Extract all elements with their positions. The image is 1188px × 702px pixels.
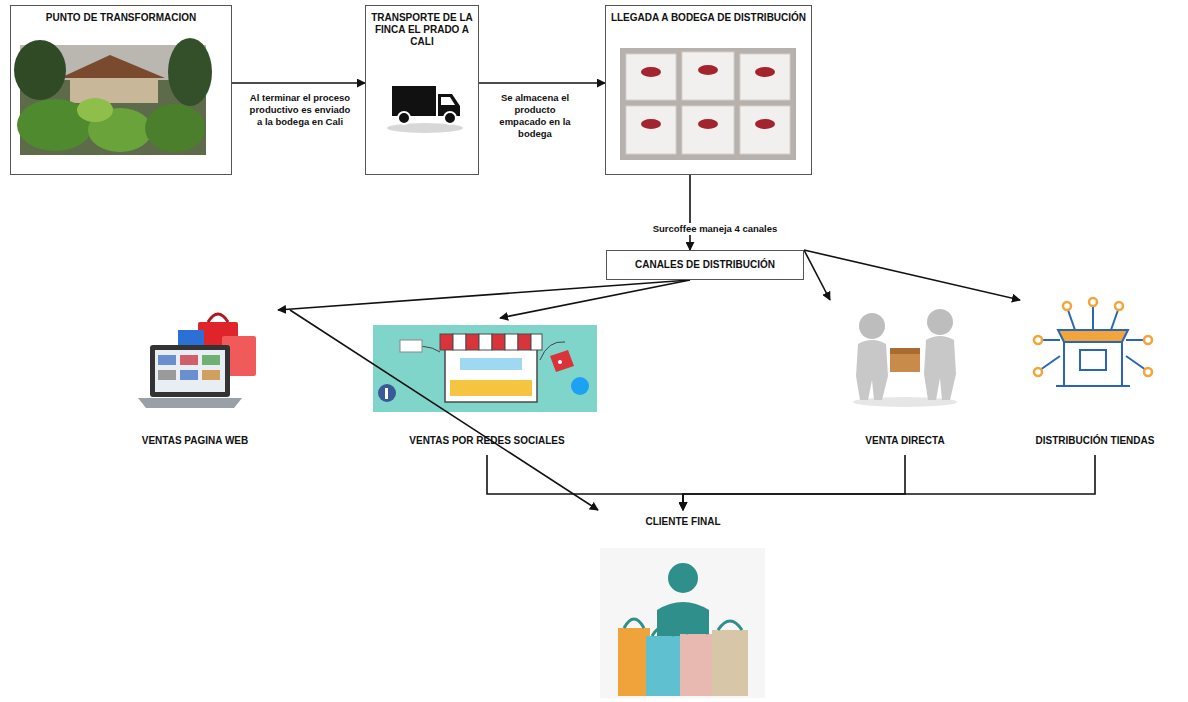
edge-label: Al terminar el proceso productivo es env… (248, 92, 352, 128)
node-label: LLEGADA A BODEGA DE DISTRIBUCIÓN (607, 12, 810, 24)
store-circuit-icon (1034, 298, 1152, 386)
client-illustration (600, 548, 765, 698)
node-label: TRANSPORTE DE LA FINCA EL PRADO A CALI (366, 12, 478, 48)
channel-node: VENTAS POR REDES SOCIALES (372, 318, 602, 455)
node-label: VENTAS PAGINA WEB (138, 435, 252, 447)
client-node: CLIENTE FINAL (598, 510, 768, 700)
process-box: TRANSPORTE DE LA FINCA EL PRADO A CALI (365, 5, 479, 175)
connector-arrow (804, 250, 830, 300)
node-label: CANALES DE DISTRIBUCIÓN (631, 259, 779, 271)
truck-icon (387, 86, 463, 133)
connector-arrow (683, 455, 905, 510)
node-label: PUNTO DE TRANSFORMACION (42, 12, 200, 24)
node-label: VENTA DIRECTA (861, 435, 948, 447)
connector-arrow (479, 82, 605, 84)
edge-label: Surcoffee maneja 4 canales (625, 223, 805, 235)
connector-arrow (804, 250, 1020, 300)
process-box: PUNTO DE TRANSFORMACION (10, 5, 232, 175)
connector-arrow (487, 455, 683, 510)
connector-arrow (290, 310, 598, 510)
connector-arrow (500, 280, 690, 318)
web-shop-icon (138, 314, 256, 408)
channel-box: CANALES DE DISTRIBUCIÓN (606, 250, 804, 280)
channel-node: VENTA DIRECTA (830, 300, 980, 455)
node-label: DISTRIBUCIÓN TIENDAS (1032, 435, 1159, 447)
node-label: VENTAS POR REDES SOCIALES (405, 435, 568, 447)
connector-arrow (278, 280, 690, 310)
direct-sale-icon (853, 309, 957, 407)
channel-node: VENTAS PAGINA WEB (100, 310, 290, 455)
connector-arrow (689, 175, 691, 250)
channel-node: DISTRIBUCIÓN TIENDAS (1020, 300, 1170, 455)
connector-arrow (683, 455, 1095, 510)
packages-photo (620, 48, 796, 160)
node-label: CLIENTE FINAL (642, 516, 725, 528)
social-shop-icon (373, 325, 597, 412)
connector-arrow (232, 82, 365, 84)
edge-label: Se almacena el producto empacado en la b… (490, 92, 580, 140)
farm-photo (14, 38, 212, 155)
process-box: LLEGADA A BODEGA DE DISTRIBUCIÓN (605, 5, 812, 175)
